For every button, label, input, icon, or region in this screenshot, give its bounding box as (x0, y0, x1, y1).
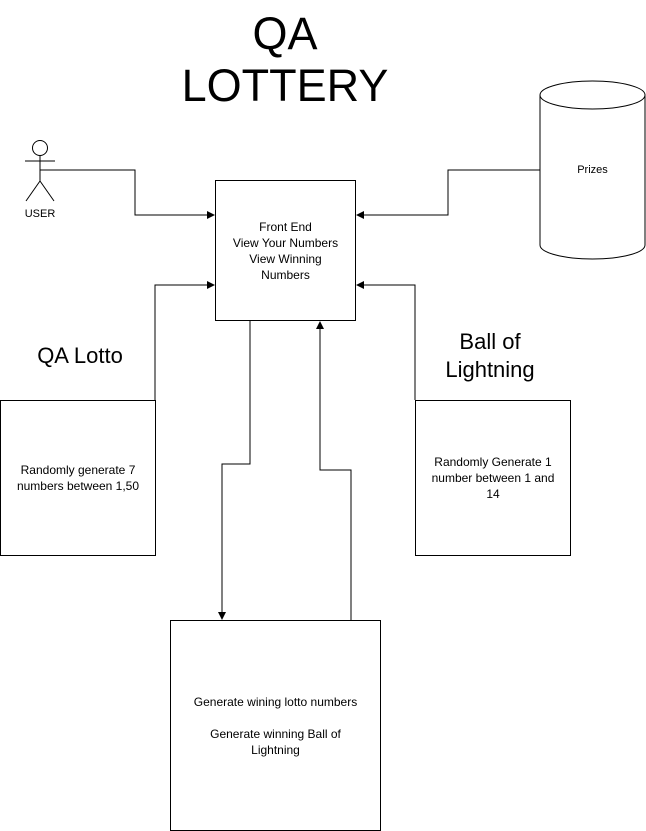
front-end-line-2: View Your Numbers (232, 235, 339, 250)
lightning-to-frontend-connector (356, 281, 416, 400)
qa-lotto-line-2: numbers between 1,50 (16, 479, 140, 493)
user-actor-label: USER (24, 208, 56, 220)
front-end-node: Front End View Your Numbers View Winning… (215, 180, 356, 321)
ball-of-lightning-line-1: Randomly Generate 1 (434, 455, 552, 469)
qa-lotto-heading: QA Lotto (37, 343, 123, 368)
front-end-line-1: Front End (259, 219, 312, 234)
generator-line-1: Generate wining lotto numbers (193, 694, 358, 709)
generator-to-frontend-connector (316, 321, 352, 620)
front-end-line-3: View Winning (249, 251, 322, 266)
ball-of-lightning-line-2: number between 1 and (431, 471, 555, 485)
ball-of-lightning-heading: Ball of Lightning (420, 327, 560, 385)
prizes-to-frontend-connector (356, 169, 540, 219)
generator-line-2: Generate winning Ball of (210, 726, 341, 741)
title-line-2: LOTTERY (181, 60, 389, 111)
frontend-to-generator-connector (218, 320, 251, 620)
qa-lotto-line-1: Randomly generate 7 (20, 463, 136, 477)
title-line-1: QA (252, 8, 318, 59)
ball-of-lightning-line-3: 14 (486, 487, 500, 501)
user-to-frontend-connector (40, 169, 215, 219)
ball-of-lightning-node: Randomly Generate 1 number between 1 and… (415, 400, 571, 556)
front-end-line-4: Numbers (261, 267, 310, 282)
prizes-database-label: Prizes (577, 164, 608, 176)
qa-lotto-node: Randomly generate 7 numbers between 1,50 (0, 400, 156, 556)
number-generator-node: Generate wining lotto numbers Generate w… (170, 620, 381, 831)
qalotto-to-frontend-connector (154, 281, 215, 400)
ball-of-lightning-heading-line-1: Ball of (459, 329, 521, 354)
ball-of-lightning-heading-line-2: Lightning (445, 357, 535, 382)
user-actor-icon (25, 140, 55, 202)
generator-line-3: Lightning (251, 742, 300, 757)
diagram-title: QA LOTTERY (150, 5, 420, 115)
prizes-database-icon (539, 80, 646, 260)
